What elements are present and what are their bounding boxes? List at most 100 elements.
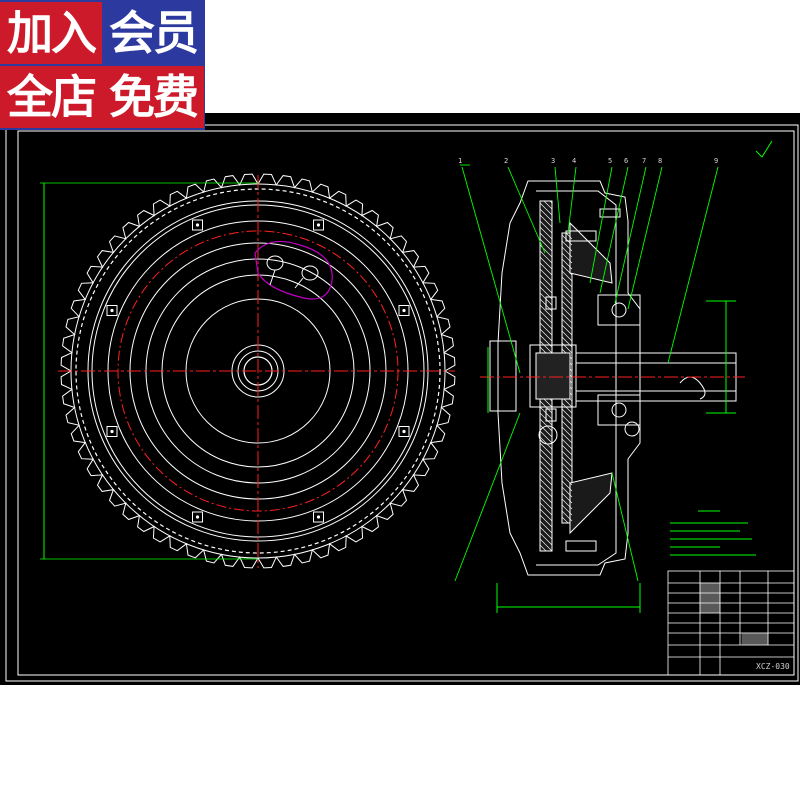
hatch-friction-disc [561, 300, 573, 312]
promo-text-whole-store: 全店 [0, 66, 102, 128]
hatch-flywheel [549, 200, 553, 204]
hatch-friction-disc [561, 438, 573, 450]
hatch-friction-disc [561, 492, 573, 504]
hatch-friction-disc [561, 318, 573, 330]
hatch-flywheel [539, 496, 553, 510]
hatch-flywheel [539, 280, 553, 294]
bolt-4 [106, 426, 118, 437]
bolt-hole-6 [195, 223, 200, 227]
hatch-flywheel [539, 232, 553, 246]
part-number-8: 8 [658, 157, 662, 165]
hatch-friction-disc [561, 426, 573, 438]
hatch-flywheel [539, 226, 553, 240]
promo-text-free: 免费 [102, 66, 204, 128]
part-number-9: 9 [714, 157, 718, 165]
hatch-friction-disc [561, 294, 573, 306]
cad-drawing-svg: 1 2 3 4 5 6 7 8 9 XCZ-030 [5, 124, 799, 682]
hatch-flywheel [539, 304, 553, 318]
bolt-6 [192, 219, 203, 231]
cover-bolt-lower [565, 540, 597, 552]
bolt-hole-7 [316, 223, 321, 227]
bolt-1 [398, 426, 410, 437]
hatch-friction-disc [561, 498, 573, 510]
hatch-friction-disc [561, 282, 573, 294]
hatch-flywheel [539, 208, 553, 222]
cad-drawing-sheet: 1 2 3 4 5 6 7 8 9 XCZ-030 [0, 113, 800, 685]
hatch-flywheel [539, 436, 553, 450]
cover-tab-upper [599, 208, 621, 218]
title-block-name-cell [741, 632, 769, 646]
cover-bolt-upper [565, 230, 597, 242]
hatch-flywheel [539, 454, 553, 468]
hatch-flywheel [539, 484, 553, 498]
part-number-3: 3 [551, 157, 555, 165]
hatch-flywheel [539, 538, 553, 552]
title-block-filled-cell [699, 582, 721, 614]
bolt-hole-4 [110, 429, 114, 434]
hatch-friction-disc [565, 232, 573, 240]
hatch-flywheel [539, 430, 553, 444]
hatch-friction-disc [561, 486, 573, 498]
hatch-friction-disc [561, 276, 573, 288]
hatch-friction-disc [561, 240, 573, 252]
hatch-friction-disc [561, 402, 573, 414]
hatch-flywheel [539, 478, 553, 492]
hatch-friction-disc [561, 510, 573, 522]
hatch-flywheel [539, 442, 553, 456]
hatch-flywheel [539, 472, 553, 486]
hatch-friction-disc [561, 462, 573, 474]
bearing-ball-upper [611, 302, 627, 318]
inner-frame [17, 130, 795, 676]
bearing-ball-outer [624, 421, 640, 437]
hatch-friction-disc [561, 312, 573, 324]
promo-text-member: 会员 [109, 6, 199, 60]
hub-spline [535, 352, 571, 400]
promo-badge: 加入 会员 全店 免费 [0, 0, 205, 130]
diaphragm-spring-upper [569, 221, 613, 284]
title-block [667, 570, 795, 676]
hatch-friction-disc [561, 288, 573, 300]
leader-8 [627, 166, 663, 310]
hatch-friction-disc [561, 432, 573, 444]
pilot-bearing-housing [489, 340, 517, 412]
leader-5 [589, 166, 613, 284]
part-number-6: 6 [624, 157, 628, 165]
bolt-hole-8 [402, 308, 406, 313]
hatch-flywheel [543, 200, 553, 210]
bolt-2 [313, 511, 324, 523]
drawing-number: XCZ-030 [756, 662, 790, 671]
section-view [480, 180, 745, 613]
bolt-hole-2 [316, 515, 321, 519]
hatch-friction-disc [561, 414, 573, 426]
hatch-friction-disc [561, 480, 573, 492]
technical-requirements [670, 510, 756, 556]
leader-bottom-right [611, 472, 639, 582]
hatch-friction-disc [561, 456, 573, 468]
leader-lines [454, 164, 719, 582]
bolt-7 [313, 219, 324, 231]
hatch-friction-disc [561, 270, 573, 282]
lever-head-2 [301, 265, 319, 281]
bolt-hole-1 [402, 429, 406, 434]
leader-2 [507, 166, 546, 254]
hatch-flywheel [539, 214, 553, 228]
housing-outline [497, 180, 641, 576]
hatch-flywheel [539, 322, 553, 336]
hatch-flywheel [539, 520, 553, 534]
hatch-flywheel [539, 202, 553, 216]
hatch-friction-disc [561, 330, 573, 342]
bolt-hole-3 [195, 515, 200, 519]
bolt-3 [192, 511, 203, 523]
hatch-friction-disc [561, 324, 573, 336]
rivet-1 [545, 296, 557, 310]
part-number-4: 4 [572, 157, 576, 165]
hatch-flywheel [539, 508, 553, 522]
part-number-7: 7 [642, 157, 646, 165]
hatch-flywheel [539, 238, 553, 252]
surface-finish-symbol [755, 140, 773, 158]
hatch-flywheel [539, 418, 553, 432]
rivet-2 [545, 408, 557, 422]
hatch-friction-disc [561, 420, 573, 432]
part-number-1: 1 [458, 157, 462, 165]
hatch-friction-disc [561, 468, 573, 480]
